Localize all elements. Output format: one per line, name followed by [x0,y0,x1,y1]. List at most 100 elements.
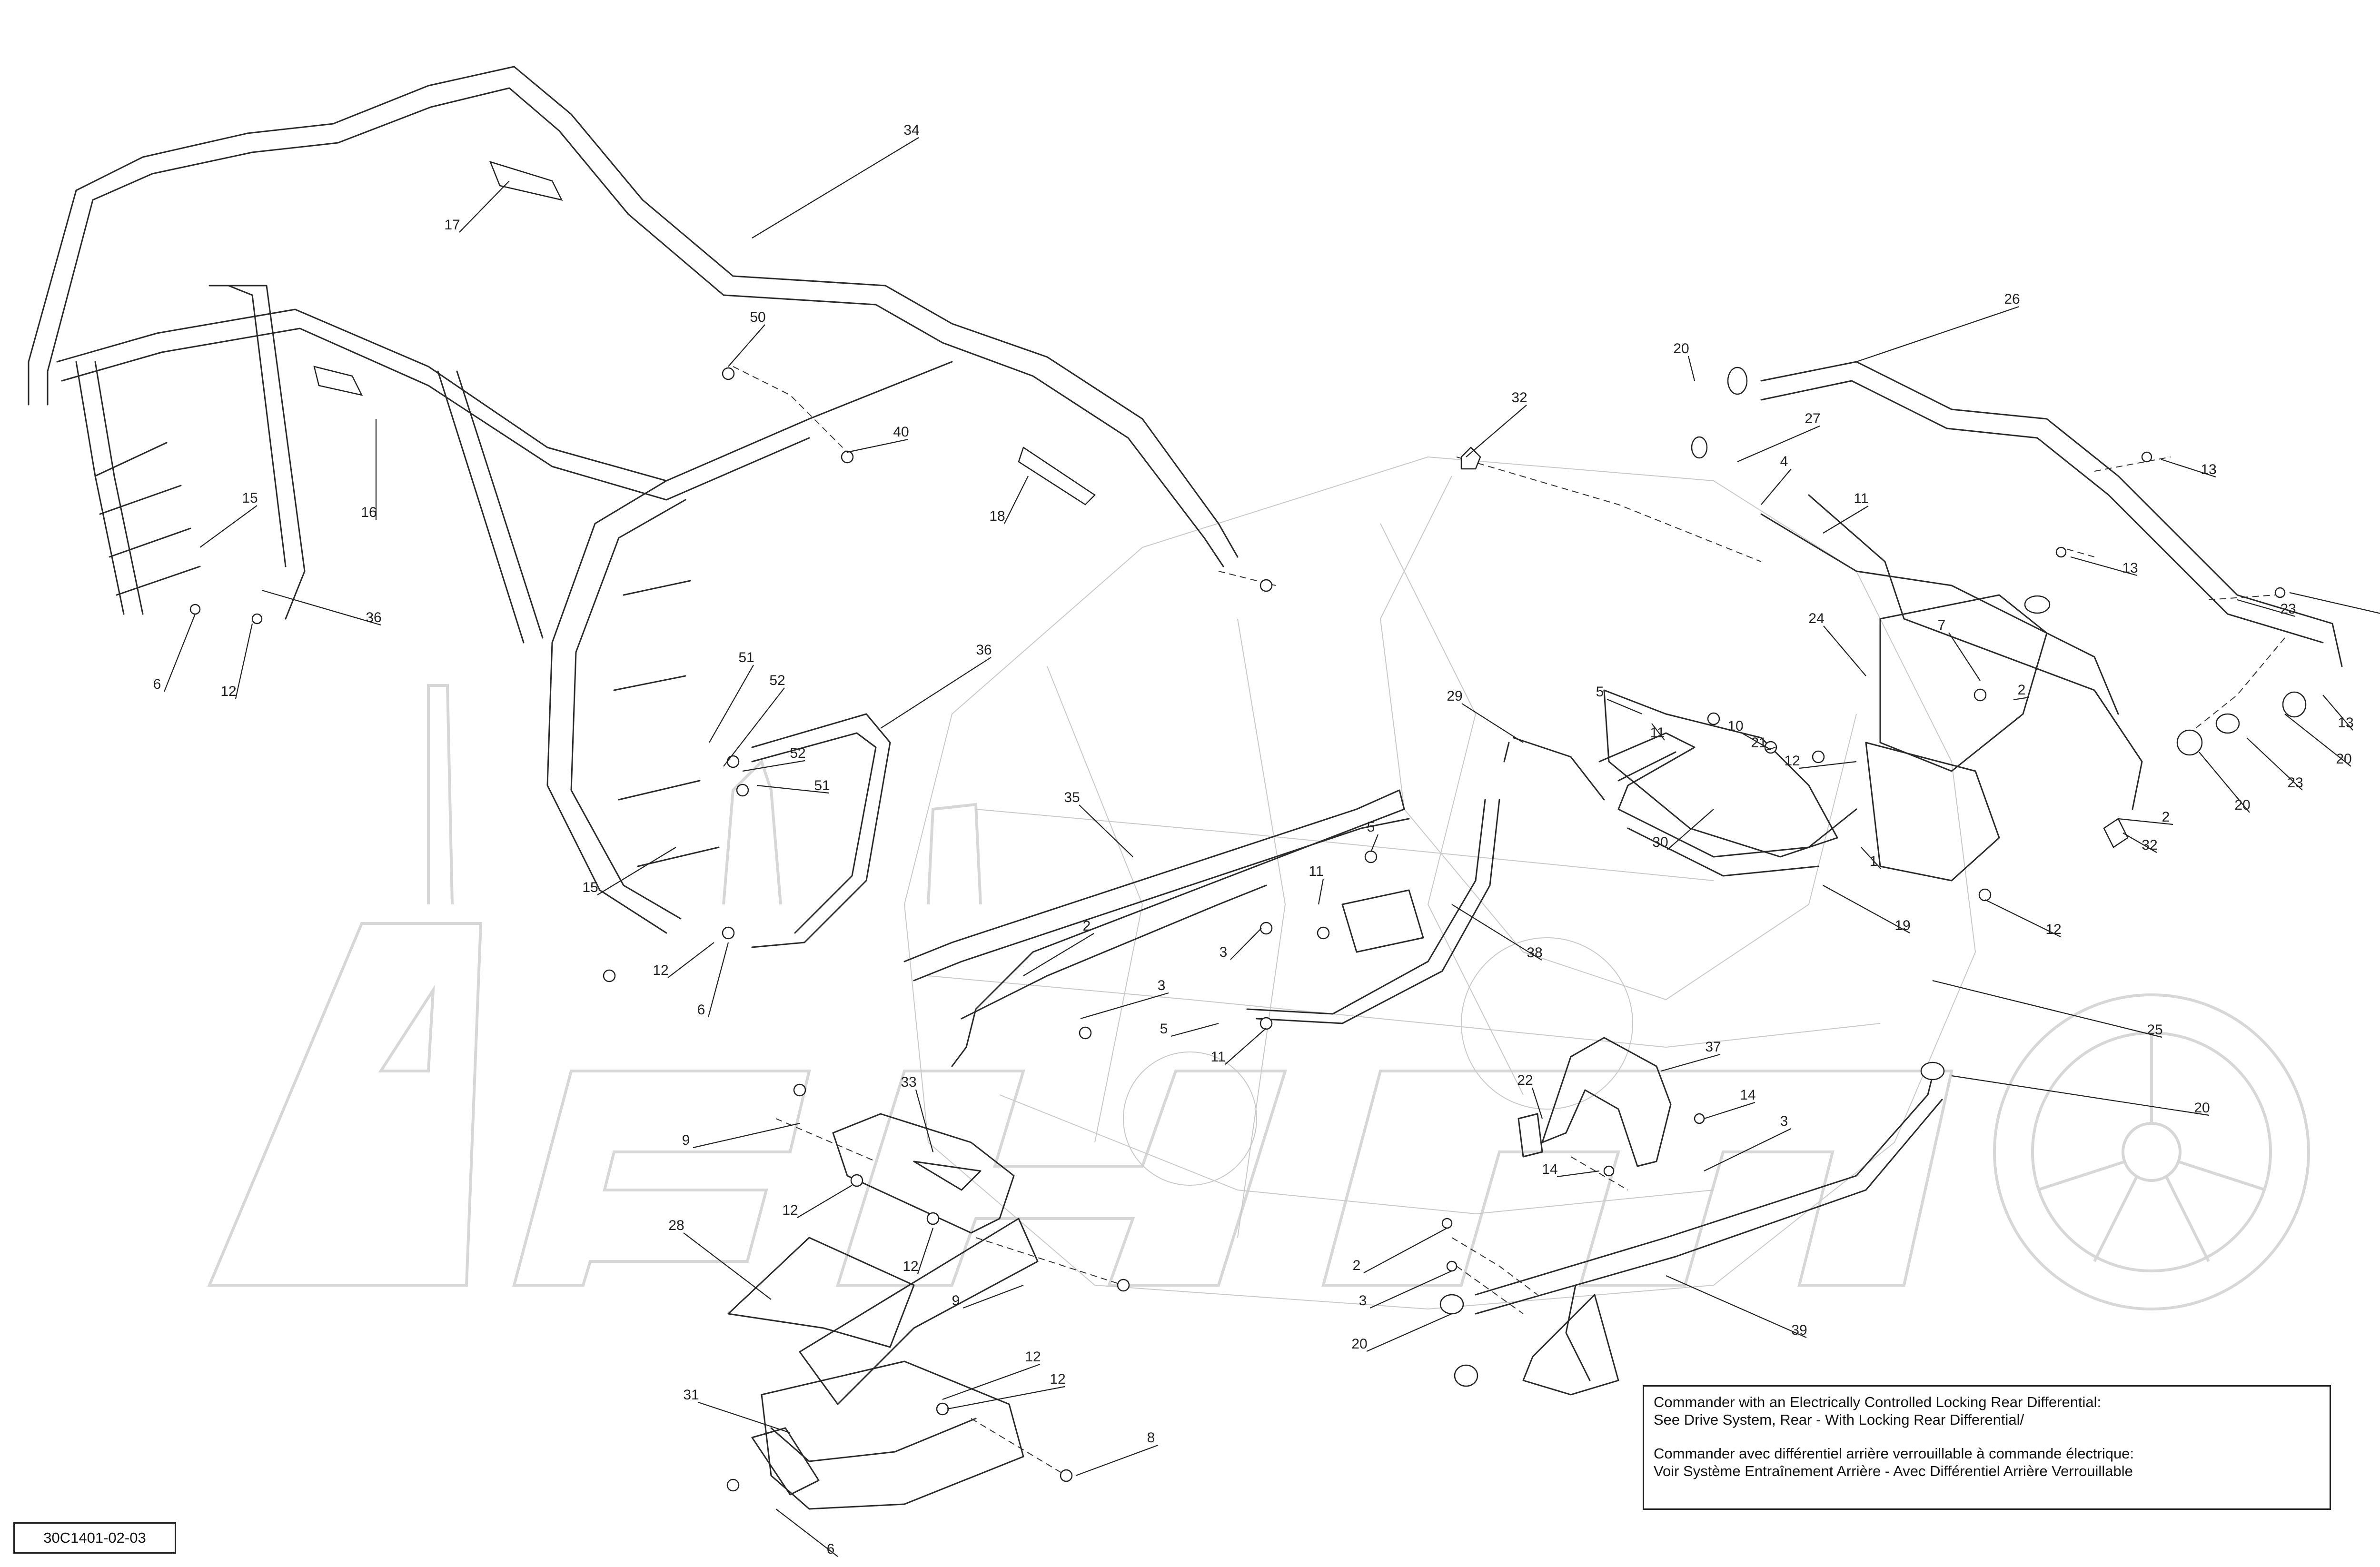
callout-number: 32 [2142,837,2157,853]
callout-number: 19 [1894,918,1910,933]
callout-leader-line [698,1401,791,1434]
side-bar-right [751,713,891,948]
note-line-3: Commander avec différentiel arrière verr… [1654,1445,2134,1462]
callout-number: 14 [1740,1087,1755,1103]
callout-leader-line [1230,928,1262,960]
callout-leader-line [742,760,805,772]
callout-number: 12 [902,1259,918,1274]
callout-number: 15 [582,880,598,895]
callout-number: 12 [653,962,668,978]
callout-number: 51 [738,650,754,665]
callout-leader-line [723,687,785,767]
callout-leader-line [1704,1128,1792,1171]
callout-number: 35 [1064,790,1080,805]
callout-number: 3 [1780,1113,1788,1129]
callout-leader-line [1075,1444,1159,1477]
callout-leader-line [2070,556,2138,576]
callout-leader-line [2246,737,2303,791]
callout-leader-line [1861,847,1881,869]
callout-leader-line [1932,980,2162,1038]
callout-number: 20 [2234,797,2250,813]
callout-leader-line [1856,306,2020,363]
callout-number: 52 [769,673,785,688]
callout-number: 12 [2045,922,2061,937]
callout-number: 26 [2004,291,2020,307]
callout-number: 28 [668,1218,684,1233]
lower-rail-39 [1475,1075,1943,1396]
callout-leader-line [1765,746,1776,751]
callout-number: 27 [1805,411,1820,426]
callout-number: 7 [1938,617,1946,633]
callout-leader-line [707,942,729,1018]
callout-number: 5 [1160,1021,1168,1037]
callout-leader-line [1170,1022,1219,1037]
callout-number: 4 [1780,454,1788,469]
callout-leader-line [1984,899,2061,937]
callout-number: 14 [1542,1161,1557,1177]
callout-number: 2 [1083,918,1091,934]
callout-leader-line [693,1122,800,1149]
callout-number: 9 [682,1132,690,1148]
callout-number: 16 [361,505,377,520]
callout-number: 5 [1367,819,1375,835]
callout-number: 12 [782,1202,798,1218]
callout-number: 1 [1870,853,1878,869]
callout-leader-line [1737,425,1820,463]
callout-number: 36 [976,642,992,658]
callout-number: 13 [2201,462,2216,477]
callout-number: 3 [1359,1293,1367,1309]
callout-leader-line [199,505,258,548]
callout-number: 13 [2338,715,2353,731]
callout-number: 6 [827,1541,835,1557]
callout-number: 12 [1025,1349,1041,1365]
callout-leader-line [1666,1275,1807,1339]
callout-number: 2 [2162,809,2170,825]
note-line-4: Voir Système Entraînement Arrière - Avec… [1654,1463,2133,1479]
callout-number: 51 [814,778,830,793]
callout-number: 37 [1705,1039,1721,1055]
note-box: Commander with an Electrically Controlle… [1643,1385,2331,1510]
callout-number: 38 [1527,945,1542,961]
callout-leader-line [1704,1101,1755,1120]
callout-number: 21 [1751,735,1766,751]
bracket-38 [1246,799,1500,1024]
callout-leader-line [2122,833,2157,853]
callout-number: 8 [1147,1430,1155,1446]
callout-leader-line [163,614,196,692]
callout-number: 50 [750,309,765,325]
callout-number: 23 [2287,775,2303,791]
callout-leader-line [1742,733,1771,750]
callout-leader-line [1369,1270,1452,1309]
callout-number: 13 [2122,560,2138,576]
callout-number: 52 [790,745,805,761]
callout-leader-line [597,847,676,895]
rear-bumper-26 [1603,361,2343,882]
note-line-2: See Drive System, Rear - With Locking Re… [1654,1411,2024,1428]
bracket-33 [832,1113,1015,1234]
callout-number: 6 [153,676,161,692]
callout-leader-line [1661,1053,1721,1072]
callout-leader-line [459,180,510,233]
callout-leader-line [756,784,830,794]
callout-leader-line [2237,599,2296,617]
callout-leader-line [775,1508,838,1557]
callout-number: 6 [697,1002,705,1018]
callout-leader-line [1951,1075,2210,1116]
callout-number: 34 [903,122,919,138]
callout-number: 12 [1784,753,1800,769]
callout-leader-line [962,1284,1024,1309]
callout-number: 20 [1351,1336,1367,1352]
callout-leader-line [1466,405,1527,457]
callout-leader-line [728,324,765,367]
callout-number: 22 [1517,1072,1533,1088]
callout-number: 15 [242,490,258,506]
callout-leader-line [1606,698,1643,715]
callout-number: 18 [989,508,1005,524]
callout-leader-line [1079,804,1133,857]
roll-cage [28,66,1239,934]
callout-number: 2 [1353,1258,1361,1273]
callout-leader-line [1823,885,1910,933]
callout-number: 30 [1652,834,1668,850]
